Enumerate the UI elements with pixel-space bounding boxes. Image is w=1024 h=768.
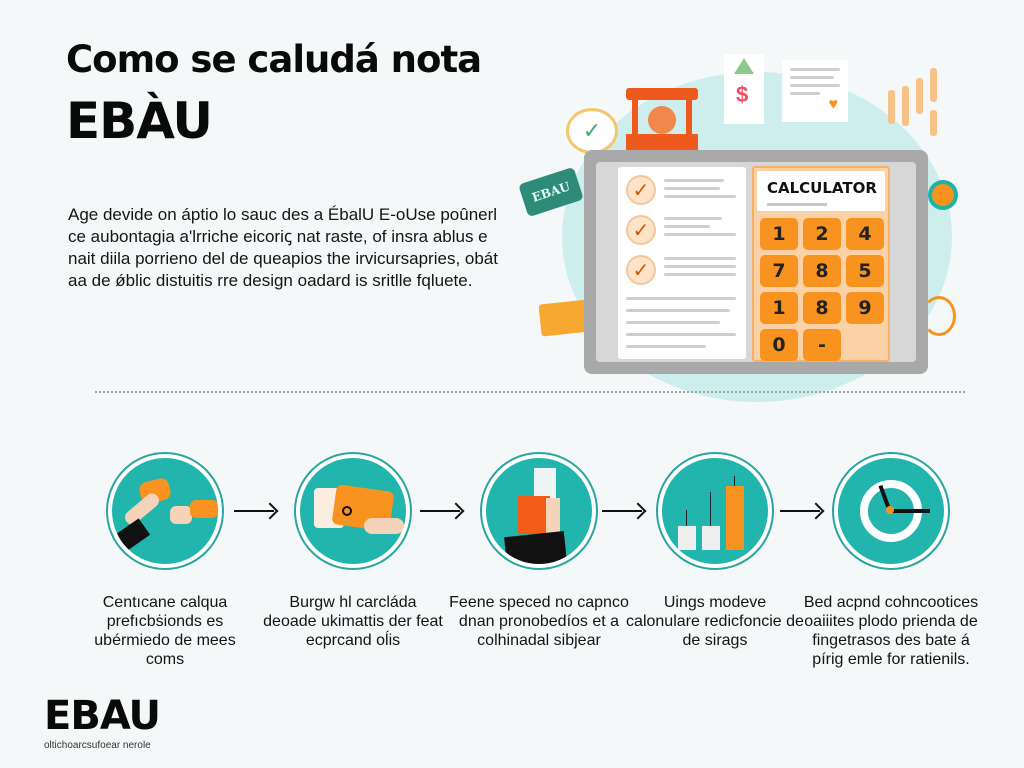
bar-chart-icon	[662, 458, 768, 564]
clock-icon	[838, 458, 944, 564]
step-3-text: Feene speced no capnco dnan pronobedíos …	[449, 594, 629, 649]
warning-icon	[734, 58, 754, 74]
footer-subtitle: oltichoarcsufoear nerole	[44, 740, 151, 751]
calc-key[interactable]: 9	[846, 292, 884, 324]
step-1-circle	[106, 452, 224, 570]
arrow-icon	[234, 502, 279, 520]
calc-key[interactable]: 8	[803, 255, 841, 287]
checkmark-icon: ✓	[626, 255, 656, 285]
tablet-device: ✓ ✓ ✓ CALCULATOR	[584, 150, 928, 374]
step-5-circle	[832, 452, 950, 570]
calc-key[interactable]: 5	[846, 255, 884, 287]
hero-illustration: ✓ $ ♥ EBAU ✓ ✓	[510, 50, 990, 402]
calculator-keypad: 1 2 4 7 8 5 1 8 9 0 -	[760, 218, 884, 361]
step-5-text: Bed acpnd cohncootices oaiiites plodo pr…	[803, 594, 979, 668]
basketball-icon	[922, 296, 956, 336]
candlestick-icon	[888, 68, 948, 138]
process-steps	[0, 452, 1024, 572]
calc-key[interactable]: 2	[803, 218, 841, 250]
step-3-circle	[480, 452, 598, 570]
play-icon	[928, 180, 958, 210]
step-4-circle	[656, 452, 774, 570]
section-divider	[95, 391, 965, 393]
calc-key[interactable]: 1	[760, 292, 798, 324]
calc-key[interactable]: 1	[760, 218, 798, 250]
dollar-icon: $	[736, 82, 749, 107]
arrow-icon	[780, 502, 825, 520]
step-1-text: Centıcane calqua prefıcbṡionds es ubérmi…	[94, 594, 236, 668]
title-line-2: EBÀU	[66, 92, 213, 150]
checkmark-icon: ✓	[626, 215, 656, 245]
document-icon: ♥	[782, 60, 848, 122]
arrow-icon	[602, 502, 647, 520]
document-sleeve-icon	[486, 458, 592, 564]
calculator: CALCULATOR 1 2 4 7 8 5 1 8 9 0 -	[752, 166, 890, 362]
checkmark-icon: ✓	[626, 175, 656, 205]
calc-key[interactable]: 8	[803, 292, 841, 324]
wallet-hand-icon	[300, 458, 406, 564]
intro-paragraph: Age devide on áptio lo sauc des a ÉbalU …	[68, 205, 498, 290]
calc-key[interactable]: 7	[760, 255, 798, 287]
step-4-text: Uings modeve calonulare redicfoncie de d…	[626, 594, 804, 649]
heart-icon: ♥	[828, 96, 839, 113]
arrow-icon	[420, 502, 465, 520]
page-title: Como se caludá nota EBÀU	[66, 38, 482, 150]
ticket-booth-icon	[626, 88, 698, 150]
title-line-1: Como se caludá nota	[66, 38, 482, 81]
check-bubble-icon: ✓	[566, 108, 618, 154]
calc-key[interactable]: -	[803, 329, 841, 361]
checklist-document: ✓ ✓ ✓	[618, 167, 746, 359]
step-2-circle	[294, 452, 412, 570]
calculator-title: CALCULATOR	[767, 179, 877, 197]
calc-key[interactable]: 4	[846, 218, 884, 250]
footer-logo: EBAU	[44, 693, 161, 739]
calc-key[interactable]: 0	[760, 329, 798, 361]
hands-exchange-icon	[112, 458, 218, 564]
step-2-text: Burgw hl carcláda deoade ukimattis der f…	[263, 594, 443, 649]
calculator-screen: CALCULATOR	[757, 171, 885, 211]
receipt-paper: $	[724, 54, 764, 124]
